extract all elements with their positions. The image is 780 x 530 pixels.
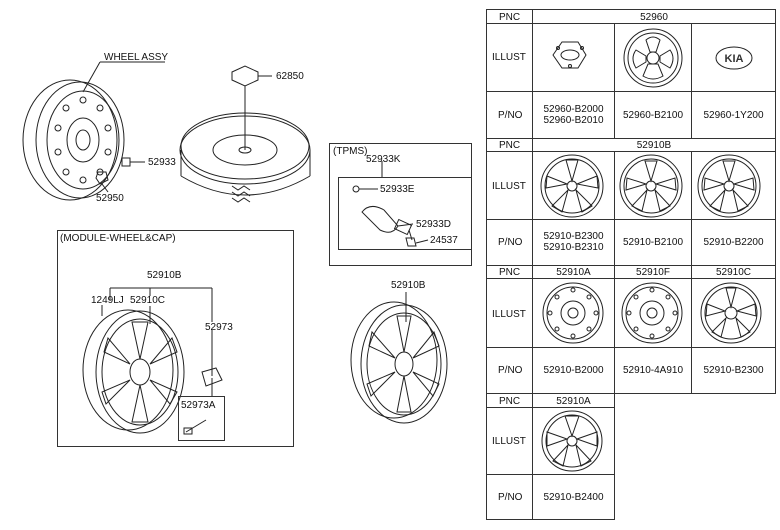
s2-pno-3: 52910-B2200 [703,237,764,248]
s2-pno-2: 52910-B2100 [622,237,684,248]
s2-pno-header: P/NO [498,237,523,248]
tpms-title: (TPMS) [333,146,368,157]
tpms-inner-box [338,177,472,250]
spare-tire-icon [179,92,311,203]
alloy-wheel-icon [700,282,762,344]
steel-wheel-icon [542,282,604,344]
alloy-wheel-icon [697,154,761,218]
module-wheel-cap-box [57,230,294,447]
tpms-sensor-icon [352,161,429,247]
s4-illust-header: ILLUST [492,436,526,447]
alloy-wheel-icon [541,410,603,472]
part-52973a-box [178,396,225,441]
part-52933k-label: 52933K [366,154,401,165]
s3-pnc-3: 52910C [715,267,752,278]
s1-pnc-value: 52960 [640,12,668,23]
s1-illust-header: ILLUST [492,52,526,63]
s3-pnc-header: PNC [499,267,521,278]
kia-emblem-icon [715,46,753,70]
steel-wheel-assy-icon [22,79,125,201]
part-52910c-label: 52910C [130,295,166,306]
s2-pnc-value: 52910B [636,140,672,151]
alloy-wheel-icon [540,154,604,218]
s1-pno-3: 52960-1Y200 [703,110,764,121]
s3-pnc-1: 52910A [556,267,591,278]
part-52933-label: 52933 [148,157,176,168]
wheel-assy-label: WHEEL ASSY [104,52,169,63]
part-24537-label: 24537 [430,235,458,246]
s1-pnc-header: PNC [499,12,521,23]
s3-pno-3: 52910-B2300 [703,365,764,376]
s3-pno-1: 52910-B2000 [543,365,604,376]
s3-pno-2: 52910-4A910 [622,365,684,376]
s4-pno-1: 52910-B2400 [543,492,604,503]
s2-pnc-header: PNC [499,140,521,151]
s3-pnc-2: 52910F [636,267,670,278]
alloy-wheel-icon [619,154,683,218]
s3-pno-header: P/NO [498,365,523,376]
steel-wheel-icon [621,282,683,344]
hubcap-small-icon [552,41,587,69]
s1-pno-header: P/NO [498,110,523,121]
s1-pno-1: 52960-B2000 52960-B2010 [543,104,604,126]
part-52973-label: 52973 [205,322,233,333]
part-52910b-alloy-label: 52910B [391,280,426,291]
part-1249lj-label: 1249LJ [91,295,124,306]
s2-pno-1: 52910-B2300 52910-B2310 [543,231,604,253]
s4-pno-header: P/NO [498,492,523,503]
alloy-wheel-52910b-icon [350,301,448,424]
parts-table-grid [486,9,776,520]
part-52973a-label: 52973A [181,400,216,411]
s1-pno-2: 52960-B2100 [622,110,684,121]
module-alloy-wheel-icon [82,309,185,434]
s3-illust-header: ILLUST [492,309,526,320]
s4-pnc-header: PNC [499,396,521,407]
part-52910b-module-label: 52910B [147,270,182,281]
part-62850-label: 62850 [276,71,304,82]
tpms-box [329,143,472,266]
kia-emblem-text: KIA [725,53,744,65]
wheel-cover-icon [623,28,683,88]
s4-pnc-value: 52910A [556,396,591,407]
part-52950-label: 52950 [96,193,124,204]
module-title: (MODULE-WHEEL&CAP) [60,233,176,244]
part-52933e-label: 52933E [380,184,415,195]
s2-illust-header: ILLUST [492,181,526,192]
part-52933d-label: 52933D [416,219,452,230]
